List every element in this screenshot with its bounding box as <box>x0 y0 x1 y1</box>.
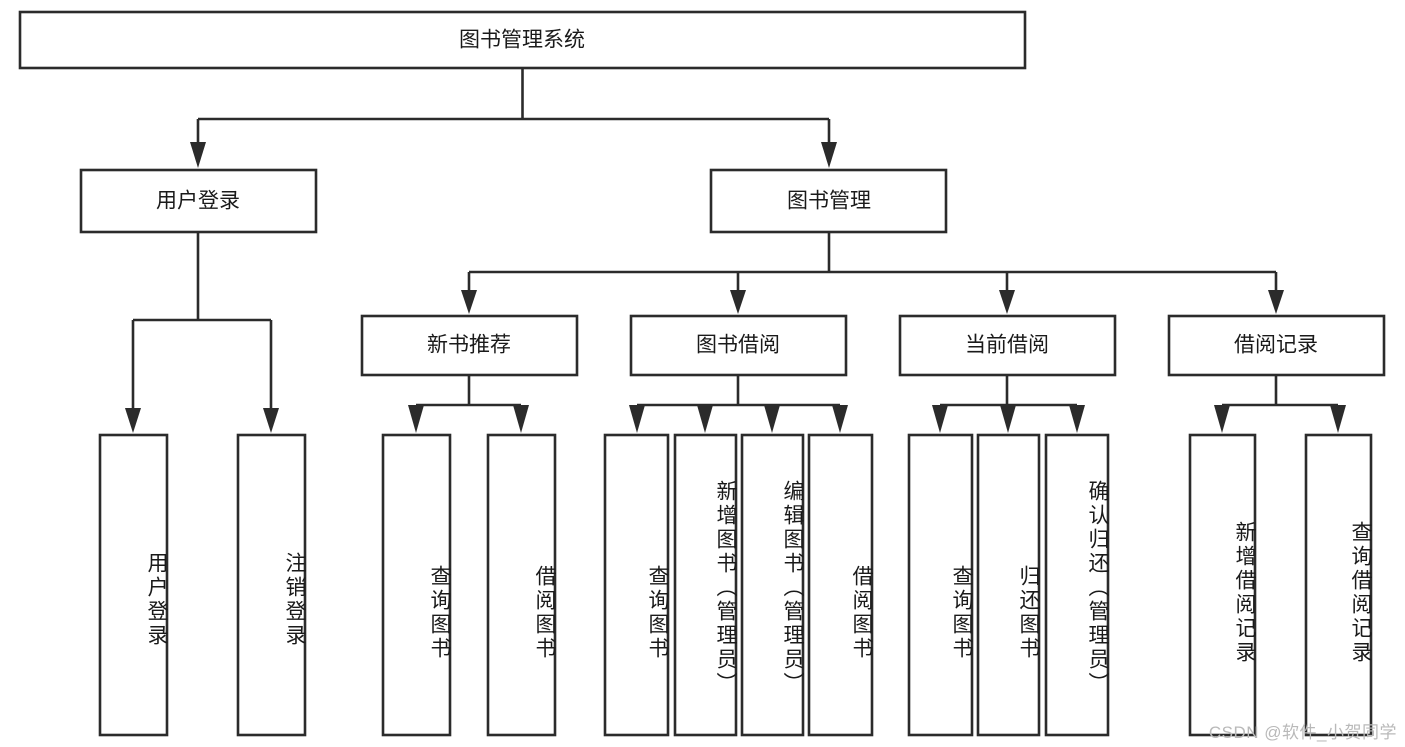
leaf-boxes-new-book <box>381 433 557 737</box>
node-user-login-label: 用户登录 <box>156 190 240 213</box>
arrow-head-leaf-bb-4 <box>832 405 848 433</box>
node-book-manage[interactable]: 图书管理 <box>709 168 948 234</box>
connector-group-new-book <box>408 375 529 433</box>
node-root[interactable]: 图书管理系统 <box>18 10 1027 70</box>
arrow-head-level3-2 <box>730 290 746 314</box>
node-borrow-record-label: 借阅记录 <box>1234 334 1318 357</box>
arrow-head-book-manage <box>821 142 837 168</box>
arrow-head-leaf-br-1 <box>1214 405 1230 433</box>
leaf-box-cb-1[interactable] <box>907 433 974 737</box>
leaf-box-newbook-1[interactable] <box>381 433 452 737</box>
arrow-head-leaf-cb-3 <box>1069 405 1085 433</box>
connector-group-book-manage <box>461 232 1284 314</box>
node-new-book-recommend[interactable]: 新书推荐 <box>360 314 579 377</box>
arrow-head-leaf-user-login-2 <box>263 408 279 433</box>
node-user-login[interactable]: 用户登录 <box>79 168 318 234</box>
arrow-head-user-login <box>190 142 206 168</box>
connector-group-current-borrow <box>932 375 1085 433</box>
leaf-box-bb-2[interactable] <box>673 433 738 737</box>
leaf-box-br-2[interactable] <box>1304 433 1373 737</box>
node-new-book-recommend-box[interactable] <box>360 314 579 377</box>
arrow-head-level3-4 <box>1268 290 1284 314</box>
node-current-borrow-box[interactable] <box>898 314 1117 377</box>
arrow-head-leaf-newbook-2 <box>513 405 529 433</box>
node-book-manage-label: 图书管理 <box>787 190 871 213</box>
node-book-borrow[interactable]: 图书借阅 <box>629 314 848 377</box>
arrow-head-leaf-bb-3 <box>764 405 780 433</box>
node-book-borrow-label: 图书借阅 <box>696 334 780 357</box>
arrow-head-leaf-br-2 <box>1330 405 1346 433</box>
leaf-box-br-1[interactable] <box>1188 433 1257 737</box>
arrow-head-leaf-cb-1 <box>932 405 948 433</box>
arrow-head-leaf-newbook-1 <box>408 405 424 433</box>
node-book-manage-box[interactable] <box>709 168 948 234</box>
node-borrow-record[interactable]: 借阅记录 <box>1167 314 1386 377</box>
arrow-head-leaf-bb-1 <box>629 405 645 433</box>
node-book-borrow-box[interactable] <box>629 314 848 377</box>
leaf-box-user-login-1[interactable] <box>98 433 169 737</box>
leaf-box-cb-3[interactable] <box>1044 433 1110 737</box>
arrow-head-level3-1 <box>461 290 477 314</box>
leaf-boxes-current-borrow <box>907 433 1110 737</box>
node-user-login-box[interactable] <box>79 168 318 234</box>
leaf-boxes-borrow-record <box>1188 433 1373 737</box>
arrow-head-leaf-bb-2 <box>697 405 713 433</box>
leaf-box-bb-3[interactable] <box>740 433 805 737</box>
node-borrow-record-box[interactable] <box>1167 314 1386 377</box>
arrow-head-leaf-user-login-1 <box>125 408 141 433</box>
node-root-label: 图书管理系统 <box>459 29 585 52</box>
arrow-head-level3-3 <box>999 290 1015 314</box>
node-current-borrow-label: 当前借阅 <box>965 334 1049 357</box>
node-current-borrow[interactable]: 当前借阅 <box>898 314 1117 377</box>
connector-group-borrow-record <box>1214 375 1346 433</box>
node-new-book-recommend-label: 新书推荐 <box>427 334 511 357</box>
connector-group-user-login <box>125 232 279 433</box>
leaf-box-user-login-2[interactable] <box>236 433 307 737</box>
watermark-text: CSDN @软件_小贺同学 <box>1208 723 1397 742</box>
arrow-head-leaf-cb-2 <box>1000 405 1016 433</box>
connector-group-root <box>190 68 837 168</box>
leaf-box-newbook-2[interactable] <box>486 433 557 737</box>
node-root-box[interactable] <box>18 10 1027 70</box>
leaf-boxes-user-login <box>98 433 307 737</box>
leaf-box-bb-1[interactable] <box>603 433 670 737</box>
leaf-box-bb-4[interactable] <box>807 433 874 737</box>
connector-group-book-borrow <box>629 375 848 433</box>
leaf-box-cb-2[interactable] <box>976 433 1041 737</box>
leaf-boxes-book-borrow <box>603 433 874 737</box>
